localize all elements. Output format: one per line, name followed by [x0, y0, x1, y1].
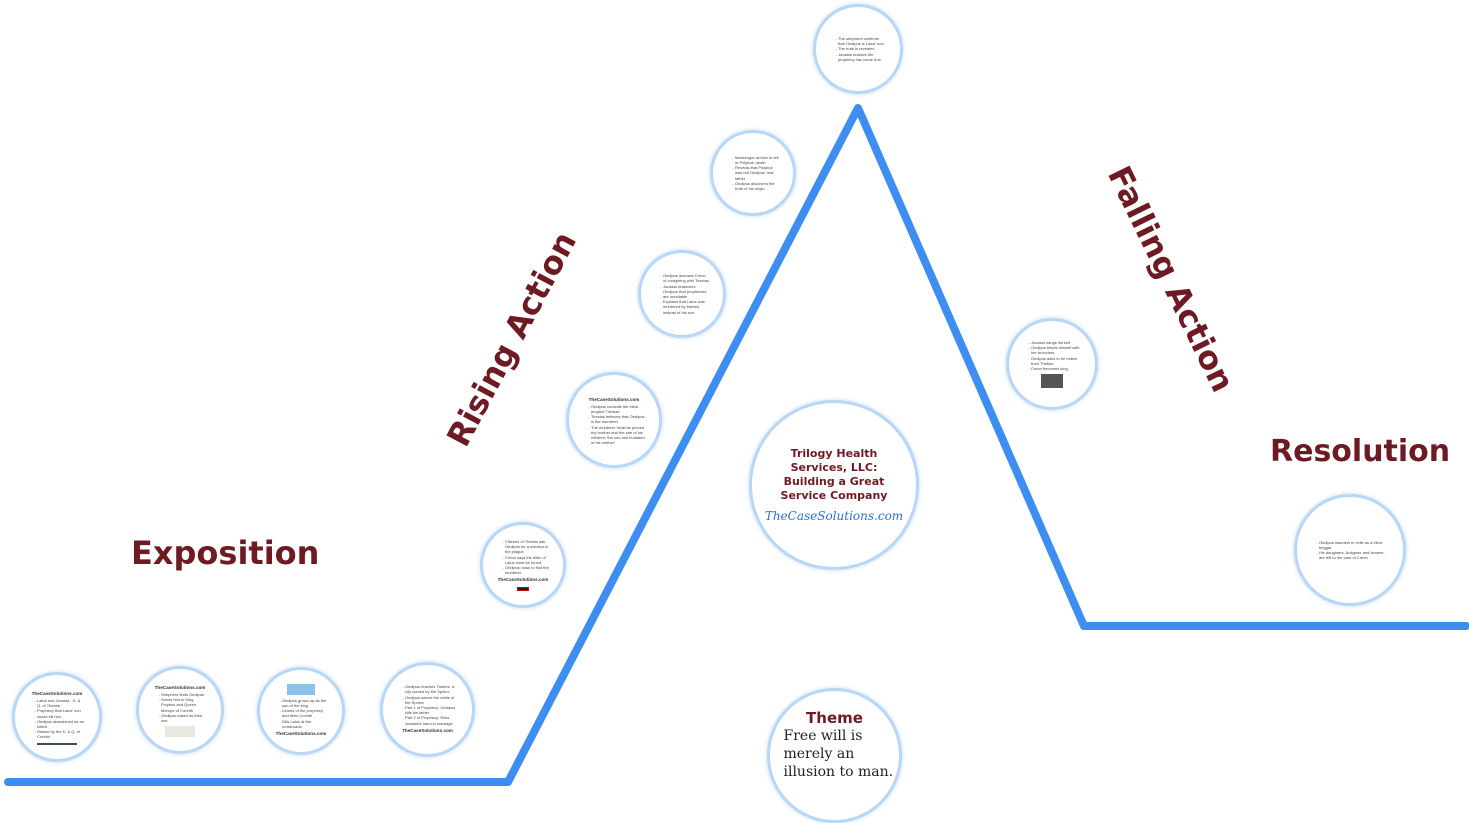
note-site: TheCaseSolutions.com: [402, 727, 453, 733]
note-item: Tiresias believes that Oedipus is the mu…: [591, 414, 645, 424]
note-item: Oedipus solves the riddle of the Sphinx: [405, 695, 458, 705]
note-item: Shepherd finds Oedipus: [161, 692, 207, 697]
note-item: Oedipus vows to find the murderer: [505, 565, 549, 575]
note-image: [1041, 374, 1063, 389]
note-site: TheCaseSolutions.com: [588, 396, 640, 402]
note-item: Oedipus accuses Creon of conspiring with…: [663, 273, 709, 283]
note-item: Oedipus wanders in exile as a blind begg…: [1319, 540, 1389, 550]
note-item: Oedipus blinds himself with her brooches: [1031, 345, 1081, 355]
note-list: Citizens of Thebes ask Oedipus for a sol…: [497, 539, 549, 575]
note-item: Explains that Laius was murdered by thie…: [663, 299, 709, 315]
note-item: The shepherd confirms that Oedipus is La…: [838, 36, 886, 46]
freytag-pyramid-line: [4, 104, 1469, 786]
note-item: Messenger arrives to tell of Polybus' de…: [735, 155, 779, 165]
theme-heading: Theme: [806, 709, 863, 727]
note-item: Oedipus consults the blind prophet Tires…: [591, 404, 645, 414]
note-item: Raised by the K. & Q. of Corinth: [37, 729, 85, 739]
note-item: Oedipus discovers the truth of his origi…: [735, 181, 779, 191]
resolution-label: Resolution: [1270, 434, 1451, 469]
note-site: TheCaseSolutions.com: [31, 691, 83, 696]
note-item: Sends him to King Polybus and Queen Mero…: [161, 697, 207, 713]
note-item: Jocasta realizes the prophecy has come t…: [838, 52, 886, 62]
exposition-note-3[interactable]: Oedipus grows up as the son of the king …: [257, 667, 345, 755]
exposition-note-1[interactable]: TheCaseSolutions.com Laius and Jocasta -…: [12, 672, 102, 762]
note-item: Jocasta hangs herself: [1031, 340, 1081, 345]
center-title: Trilogy Health Services, LLC: Building a…: [780, 447, 888, 502]
note-list: Shepherd finds Oedipus Sends him to King…: [153, 692, 207, 723]
note-item: Oedipus reaches Thebes, a city cursed by…: [405, 684, 458, 694]
note-item: His daughters, Antigone and Ismene, are …: [1319, 550, 1389, 560]
theme-circle[interactable]: Theme Free will is merely an illusion to…: [767, 688, 902, 823]
note-item: Learns of the prophecy and flees Corinth: [282, 708, 328, 718]
note-item: The truth is revealed: [838, 46, 886, 51]
note-image: [37, 742, 77, 745]
center-title-circle[interactable]: Trilogy Health Services, LLC: Building a…: [749, 400, 919, 570]
note-image: [517, 587, 529, 591]
plot-line-diagram: [4, 104, 1469, 786]
exposition-label: Exposition: [131, 534, 320, 572]
resolution-note[interactable]: Oedipus wanders in exile as a blind begg…: [1294, 494, 1406, 606]
note-list: Oedipus reaches Thebes, a city cursed by…: [397, 684, 458, 726]
note-item: Oedipus abandoned as an infant: [37, 719, 85, 729]
climax-note[interactable]: The shepherd confirms that Oedipus is La…: [813, 4, 903, 94]
note-site: TheCaseSolutions.com: [154, 685, 206, 690]
note-list: Laius and Jocasta - K. & Q. of Thebes Pr…: [29, 698, 85, 740]
note-item: Reveals that Polybus was not Oedipus' re…: [735, 165, 779, 181]
note-site: TheCaseSolutions.com: [275, 731, 327, 736]
note-list: Oedipus accuses Creon of conspiring with…: [655, 273, 709, 315]
note-item: Oedipus asks to be exiled from Thebes: [1031, 356, 1081, 366]
rising-action-note-3[interactable]: Oedipus accuses Creon of conspiring with…: [638, 250, 726, 338]
note-list: Oedipus grows up as the son of the king …: [274, 698, 328, 729]
note-item: Laius and Jocasta - K. & Q. of Thebes: [37, 698, 85, 708]
rising-action-note-2[interactable]: TheCaseSolutions.com Oedipus consults th…: [566, 372, 662, 468]
note-list: Oedipus wanders in exile as a blind begg…: [1311, 540, 1389, 561]
exposition-note-2[interactable]: TheCaseSolutions.com Shepherd finds Oedi…: [136, 666, 224, 754]
rising-action-note-4[interactable]: Messenger arrives to tell of Polybus' de…: [710, 130, 796, 216]
falling-action-note[interactable]: Jocasta hangs herself Oedipus blinds him…: [1006, 318, 1098, 410]
note-item: Kills Laius at the crossroads: [282, 719, 328, 729]
theme-text: Free will is merely an illusion to man.: [783, 728, 894, 780]
note-item: Prophecy that Laius' son would kill him: [37, 708, 85, 718]
note-image: [287, 684, 315, 695]
note-item: Part 1 of Prophecy: Oedipus kills his fa…: [405, 705, 458, 715]
note-item: Creon becomes king: [1031, 366, 1081, 371]
note-list: Messenger arrives to tell of Polybus' de…: [727, 155, 779, 191]
exposition-note-4[interactable]: Oedipus reaches Thebes, a city cursed by…: [380, 662, 475, 757]
note-image: [165, 726, 195, 737]
note-item: Oedipus grows up as the son of the king: [282, 698, 328, 708]
note-item: Creon says the killer of Laius must be f…: [505, 555, 549, 565]
note-item: Citizens of Thebes ask Oedipus for a sol…: [505, 539, 549, 555]
note-item: Oedipus raised as their son: [161, 713, 207, 723]
note-item: Jocasta reassures Oedipus that prophecie…: [663, 284, 709, 300]
note-list: The shepherd confirms that Oedipus is La…: [830, 36, 886, 62]
note-site: TheCaseSolutions.com: [497, 577, 549, 583]
note-item: The murderer 'shall be proved thy brothe…: [591, 425, 645, 446]
center-site: TheCaseSolutions.com: [764, 509, 904, 523]
note-list: Oedipus consults the blind prophet Tires…: [583, 404, 645, 446]
note-list: Jocasta hangs herself Oedipus blinds him…: [1023, 340, 1081, 371]
note-item: Part 2 of Prophecy: Wins Jocasta's hand …: [405, 715, 458, 725]
rising-action-note-1[interactable]: Citizens of Thebes ask Oedipus for a sol…: [480, 522, 566, 608]
